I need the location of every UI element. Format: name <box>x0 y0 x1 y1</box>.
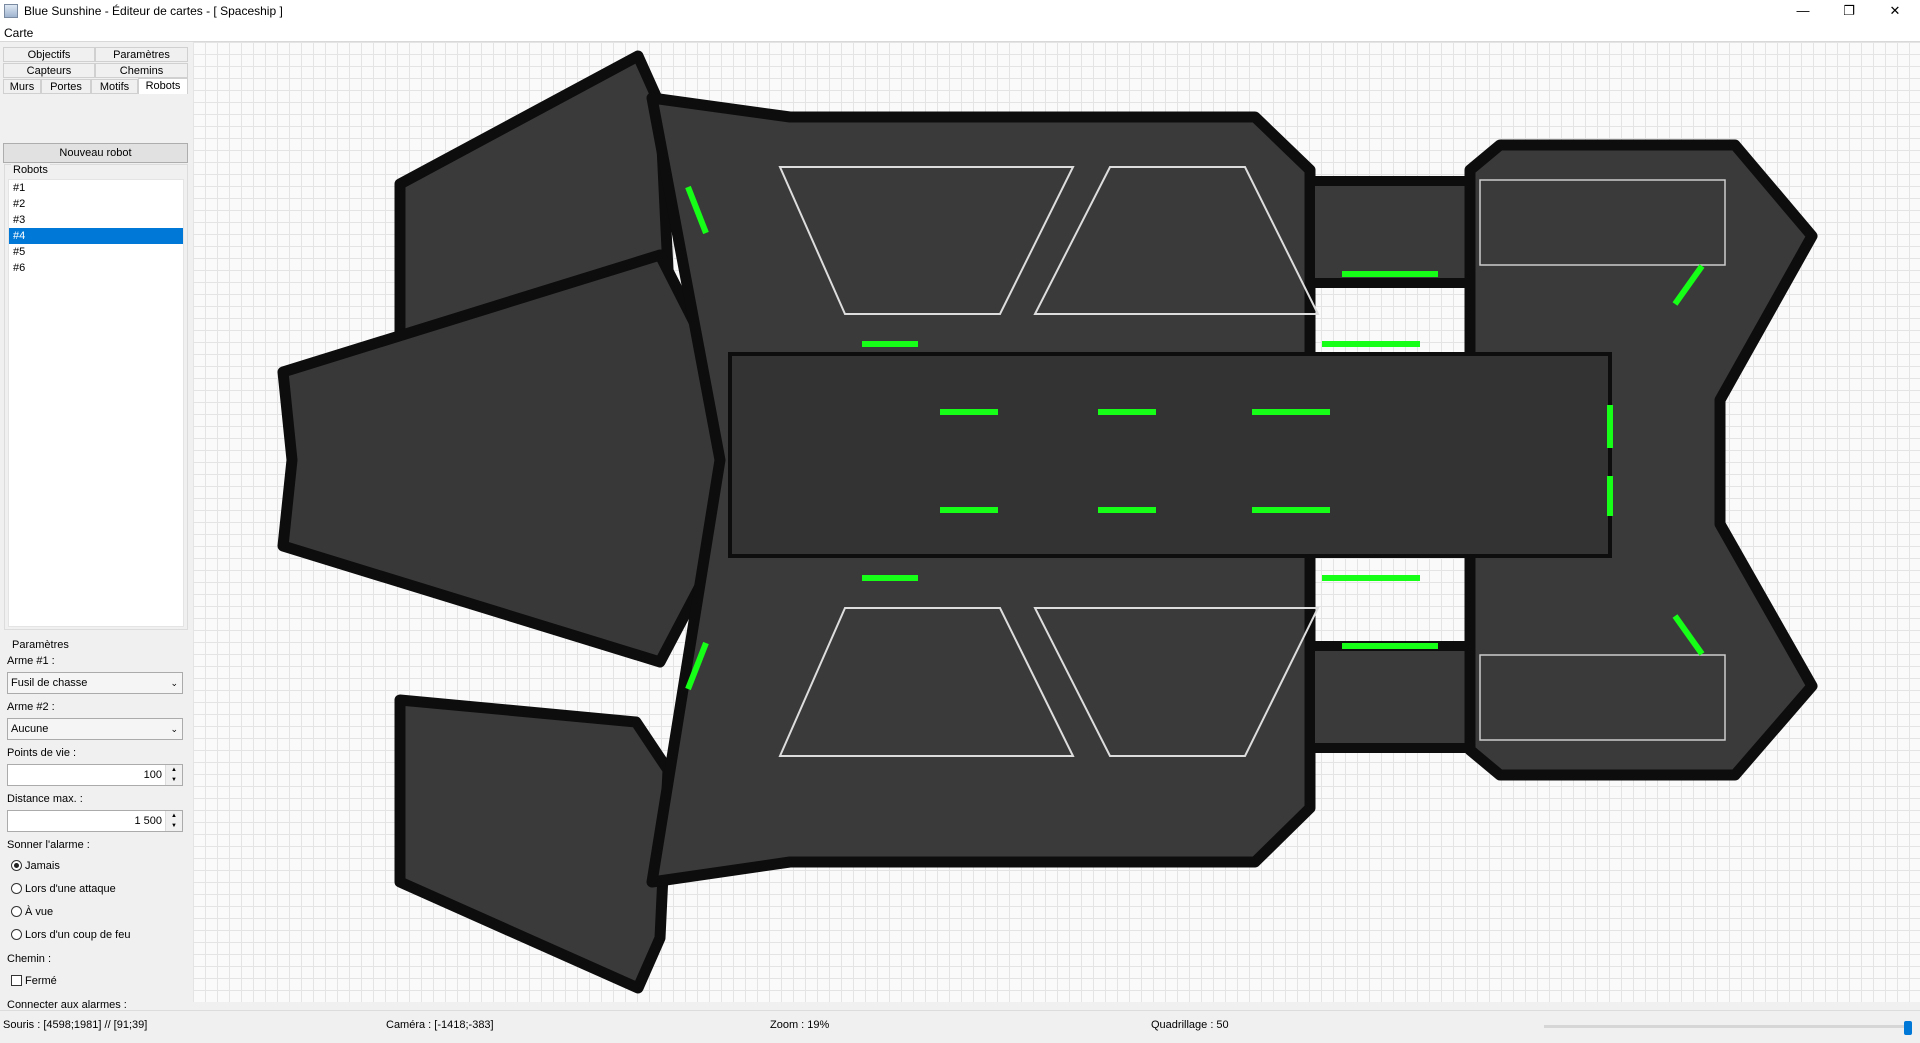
status-bar: Souris : [4598;1981] // [91;39] Caméra :… <box>0 1010 1920 1040</box>
hull-upper-block <box>1305 176 1475 288</box>
tail-room <box>1479 179 1726 266</box>
alarm-radio-coup-de-feu[interactable]: Lors d'un coup de feu <box>11 929 130 941</box>
list-item[interactable]: #2 <box>13 198 26 210</box>
status-camera: Caméra : [-1418;-383] <box>386 1019 494 1031</box>
map-canvas[interactable] <box>193 42 1920 1002</box>
radio-label: À vue <box>25 906 54 918</box>
list-item-selected[interactable]: #4 <box>9 228 183 244</box>
radio-icon <box>11 929 22 940</box>
close-icon[interactable]: ✕ <box>1889 3 1901 18</box>
status-grid: Quadrillage : 50 <box>1151 1019 1229 1031</box>
weapon1-value: Fusil de chasse <box>11 677 88 689</box>
app-icon <box>4 4 18 18</box>
tab-portes[interactable]: Portes <box>41 79 91 94</box>
spin-down-icon[interactable]: ▼ <box>166 775 182 785</box>
checkbox-label: Fermé <box>25 975 57 987</box>
cargo-bay <box>778 166 1075 315</box>
cargo-bay <box>778 607 1075 757</box>
restore-icon[interactable]: ❐ <box>1843 3 1855 18</box>
distance-spinner[interactable]: 1 500 ▲ ▼ <box>7 810 183 832</box>
left-panel: Objectifs Paramètres Capteurs Chemins Mu… <box>0 42 192 1038</box>
params-group-title: Paramètres <box>10 639 71 651</box>
weapon2-label: Arme #2 : <box>7 701 55 713</box>
chevron-down-icon: ⌄ <box>170 678 178 688</box>
spin-down-icon[interactable]: ▼ <box>166 821 182 831</box>
hp-spinner[interactable]: 100 ▲ ▼ <box>7 764 183 786</box>
new-robot-button[interactable]: Nouveau robot <box>3 143 188 163</box>
window-title: Blue Sunshine - Éditeur de cartes - [ Sp… <box>24 4 283 18</box>
radio-label: Lors d'un coup de feu <box>25 929 131 941</box>
menu-carte[interactable]: Carte <box>4 26 34 40</box>
hp-value: 100 <box>143 769 162 781</box>
radio-label: Jamais <box>25 860 60 872</box>
params-group: Paramètres <box>4 639 188 1043</box>
minimize-icon[interactable]: — <box>1796 3 1810 18</box>
weapon2-select[interactable]: Aucune ⌄ <box>7 718 183 740</box>
robots-group: Robots #1 #2 #3 #4 #5 #6 <box>4 164 188 630</box>
list-item[interactable]: #6 <box>13 262 26 274</box>
closed-checkbox[interactable]: Fermé <box>11 975 57 987</box>
alarm-radio-jamais[interactable]: Jamais <box>11 860 60 872</box>
chevron-down-icon: ⌄ <box>170 724 178 734</box>
list-item[interactable]: #3 <box>13 214 26 226</box>
tab-robots[interactable]: Robots <box>138 78 188 94</box>
tab-objectifs[interactable]: Objectifs <box>3 47 95 62</box>
central-corridor <box>728 352 1612 558</box>
tab-capteurs[interactable]: Capteurs <box>3 63 95 78</box>
doors <box>685 185 1705 691</box>
connect-label: Connecter aux alarmes : <box>7 999 127 1011</box>
tab-motifs[interactable]: Motifs <box>91 79 138 94</box>
hp-label: Points de vie : <box>7 747 77 759</box>
radio-checked-icon <box>11 860 22 871</box>
tab-murs[interactable]: Murs <box>3 79 41 94</box>
zoom-thumb[interactable] <box>1904 1021 1912 1035</box>
radio-label: Lors d'une attaque <box>25 883 116 895</box>
list-item[interactable]: #5 <box>13 246 26 258</box>
path-label: Chemin : <box>7 953 52 965</box>
checkbox-icon <box>11 975 22 986</box>
robots-group-title: Robots <box>11 164 50 176</box>
title-bar: Blue Sunshine - Éditeur de cartes - [ Sp… <box>0 0 1920 24</box>
spin-up-icon[interactable]: ▲ <box>166 811 182 821</box>
hull-tail <box>1464 139 1818 781</box>
tab-parametres[interactable]: Paramètres <box>95 47 188 62</box>
alarm-radio-vue[interactable]: À vue <box>11 906 53 918</box>
list-item[interactable]: #1 <box>13 182 26 194</box>
radio-icon <box>11 906 22 917</box>
distance-value: 1 500 <box>134 815 162 827</box>
status-zoom: Zoom : 19% <box>770 1019 830 1031</box>
alarm-label: Sonner l'alarme : <box>7 839 90 851</box>
alarm-radio-attaque[interactable]: Lors d'une attaque <box>11 883 116 895</box>
distance-label: Distance max. : <box>7 793 83 805</box>
weapon1-label: Arme #1 : <box>7 655 55 667</box>
cargo-bay <box>1033 166 1320 315</box>
spin-up-icon[interactable]: ▲ <box>166 765 182 775</box>
menu-bar: Carte <box>0 24 1920 42</box>
hull-lower-block <box>1305 641 1475 753</box>
hull-lower-wing <box>394 694 674 994</box>
radio-icon <box>11 883 22 894</box>
cargo-bay <box>1033 607 1320 757</box>
tail-room <box>1479 654 1726 741</box>
robot-list[interactable]: #1 #2 #3 #4 #5 #6 <box>8 179 184 627</box>
weapon2-value: Aucune <box>11 723 49 735</box>
tab-chemins[interactable]: Chemins <box>95 63 188 78</box>
map-drawing <box>277 50 1818 994</box>
zoom-track <box>1544 1025 1904 1028</box>
status-mouse: Souris : [4598;1981] // [91;39] <box>3 1019 148 1031</box>
weapon1-select[interactable]: Fusil de chasse ⌄ <box>7 672 183 694</box>
zoom-slider[interactable] <box>1544 1021 1914 1035</box>
